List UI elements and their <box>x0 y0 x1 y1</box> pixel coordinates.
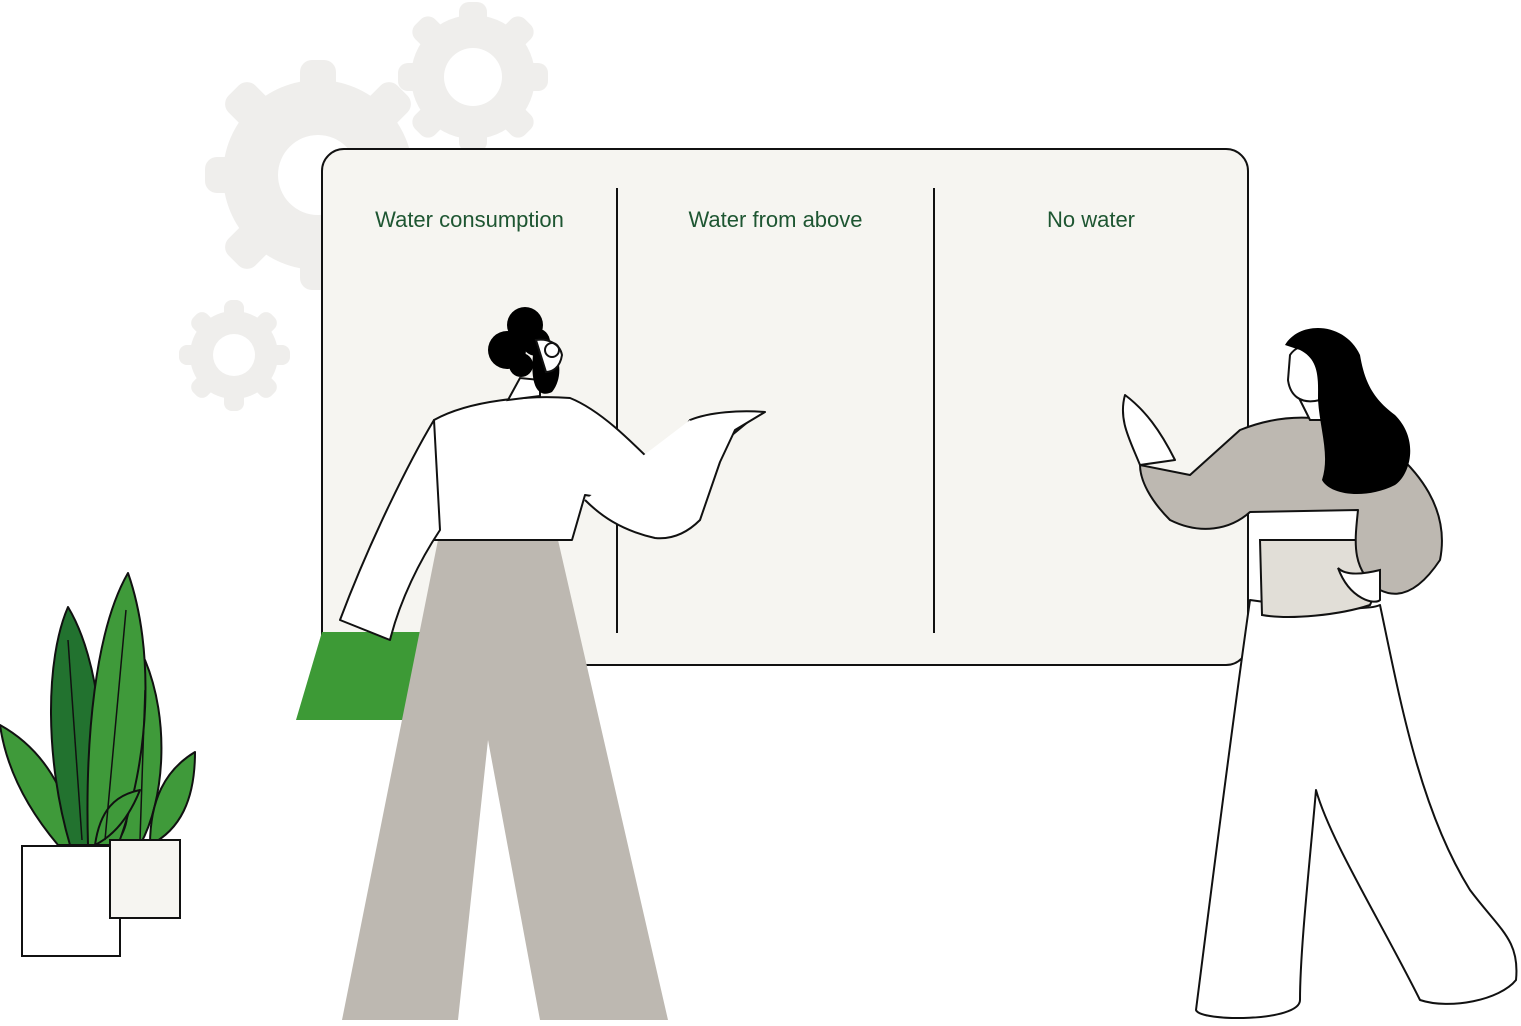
green-folder <box>296 632 420 720</box>
plant-pot <box>109 839 181 919</box>
column-title-no-water: No water <box>1046 207 1136 232</box>
gear-icon <box>179 300 290 411</box>
plant-pot <box>21 845 121 957</box>
gear-icon <box>398 2 548 152</box>
plant-icon <box>0 572 196 846</box>
column-title-water-from-above: Water from above <box>688 207 863 232</box>
woman-figure <box>1121 328 1518 1020</box>
column-title-water-consumption: Water consumption <box>375 207 564 232</box>
man-figure <box>339 307 766 1020</box>
